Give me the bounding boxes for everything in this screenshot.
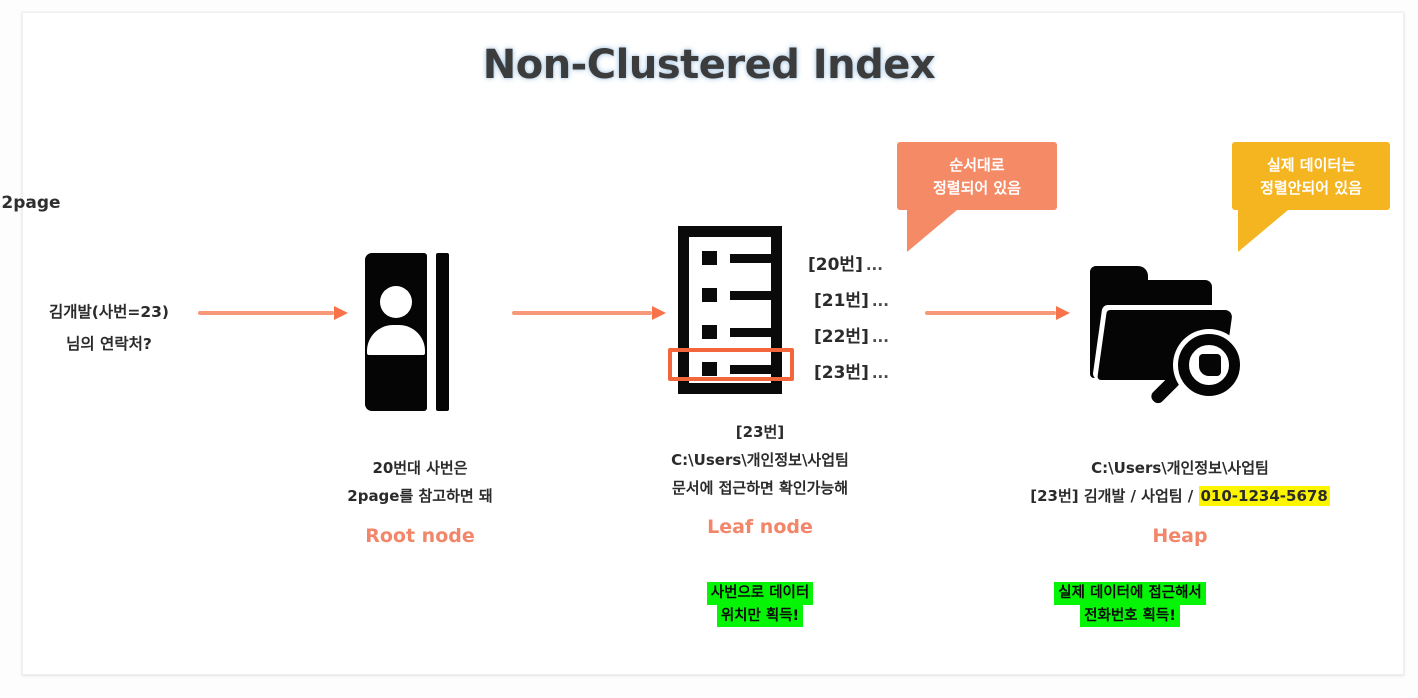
callout-tail — [907, 210, 957, 252]
heap-node-label: Heap — [1152, 524, 1208, 547]
magnifier-ring — [1178, 334, 1240, 396]
root-node-caption: 20번대 사번은 2page를 참고하면 돼 Root node — [300, 455, 540, 547]
callout-tail — [1238, 210, 1288, 252]
root-caption-line-1: 20번대 사번은 — [372, 459, 468, 477]
row-bullet — [702, 288, 717, 302]
arrow-query-to-root — [198, 300, 348, 326]
arrow-head — [652, 306, 666, 320]
arrow-head — [1056, 306, 1070, 320]
arrow-root-to-leaf — [512, 300, 668, 326]
callout-sorted-line-2: 정렬되어 있음 — [932, 179, 1022, 198]
leaf-note-line-1: 사번으로 데이터 — [706, 582, 814, 605]
heap-record-prefix: [23번] 김개발 / 사업팀 / — [1030, 486, 1199, 505]
heap-record-line: [23번] 김개발 / 사업팀 / 010-1234-5678 — [980, 483, 1380, 511]
heap-note-line-1: 실제 데이터에 접근해서 — [1054, 582, 1206, 605]
selected-row-highlight — [668, 348, 794, 381]
magnifier-lens — [1199, 354, 1221, 376]
callout-unsorted-line-2: 정렬안되어 있음 — [1260, 179, 1362, 198]
index-entry-0: [20번]... — [808, 250, 883, 275]
index-entry-dots: ... — [871, 292, 889, 310]
address-book-cover — [365, 253, 427, 411]
page-list-icon — [678, 226, 782, 394]
page-icon-title: 2page — [1, 193, 61, 213]
arrow-shaft — [198, 311, 334, 315]
query-line-1: 김개발(사번=23) — [48, 303, 170, 321]
arrow-shaft — [512, 311, 652, 315]
index-entry-dots: ... — [871, 364, 889, 382]
leaf-caption-line-1: [23번] — [735, 423, 785, 441]
heap-note-line-2: 전화번호 획득! — [1080, 604, 1180, 628]
person-head-shape — [380, 286, 412, 318]
leaf-node-caption: [23번] C:\Users\개인정보\사업팀 문서에 접근하면 확인가능해 L… — [610, 419, 910, 538]
row-bullet — [702, 362, 717, 376]
callout-sorted: 순서대로 정렬되어 있음 — [897, 142, 1057, 252]
leaf-node-label: Leaf node — [707, 516, 813, 539]
row-dash — [730, 291, 775, 300]
leaf-node-note: 사번으로 데이터 위치만 획득! — [640, 582, 880, 628]
leaf-note-line-2: 위치만 획득! — [716, 604, 804, 628]
index-entry-3: [23번]... — [814, 358, 889, 383]
leaf-caption-line-2: C:\Users\개인정보\사업팀 — [671, 450, 849, 469]
page-title: Non-Clustered Index — [482, 42, 936, 88]
index-entry-key: [22번] — [814, 327, 869, 347]
root-node-label: Root node — [365, 524, 475, 547]
index-entry-dots: ... — [865, 256, 883, 274]
index-entry-key: [23번] — [814, 363, 869, 383]
root-caption-line-2: 2page를 참고하면 돼 — [347, 486, 493, 505]
page-row-4 — [702, 362, 775, 376]
index-entry-1: [21번]... — [814, 286, 889, 311]
callout-sorted-line-1: 순서대로 — [949, 156, 1005, 174]
leaf-caption-line-3: 문서에 접근하면 확인가능해 — [671, 478, 849, 497]
index-entry-key: [20번] — [808, 255, 863, 275]
heap-node-note: 실제 데이터에 접근해서 전화번호 획득! — [985, 582, 1275, 628]
row-bullet — [702, 251, 717, 265]
index-entry-dots: ... — [871, 328, 889, 346]
row-dash — [730, 328, 775, 337]
page-row-3 — [702, 325, 775, 339]
row-dash — [730, 254, 775, 263]
heap-caption-line-1: C:\Users\개인정보\사업팀 — [1091, 459, 1269, 477]
person-body-shape — [367, 325, 425, 355]
arrow-leaf-to-heap — [925, 300, 1071, 326]
arrow-head — [334, 306, 348, 320]
query-line-2: 님의 연락처? — [66, 335, 152, 353]
row-dash — [730, 365, 775, 374]
row-bullet — [702, 325, 717, 339]
callout-unsorted: 실제 데이터는 정렬안되어 있음 — [1232, 142, 1390, 252]
heap-record-phone: 010-1234-5678 — [1198, 485, 1330, 506]
arrow-shaft — [925, 311, 1056, 315]
index-entry-2: [22번]... — [814, 322, 889, 347]
page-row-1 — [702, 251, 775, 265]
heap-node-caption: C:\Users\개인정보\사업팀 [23번] 김개발 / 사업팀 / 010-… — [980, 455, 1380, 547]
page-row-2 — [702, 288, 775, 302]
address-book-spine — [436, 253, 449, 411]
index-entry-key: [21번] — [814, 291, 869, 311]
callout-unsorted-line-1: 실제 데이터는 — [1266, 156, 1356, 174]
